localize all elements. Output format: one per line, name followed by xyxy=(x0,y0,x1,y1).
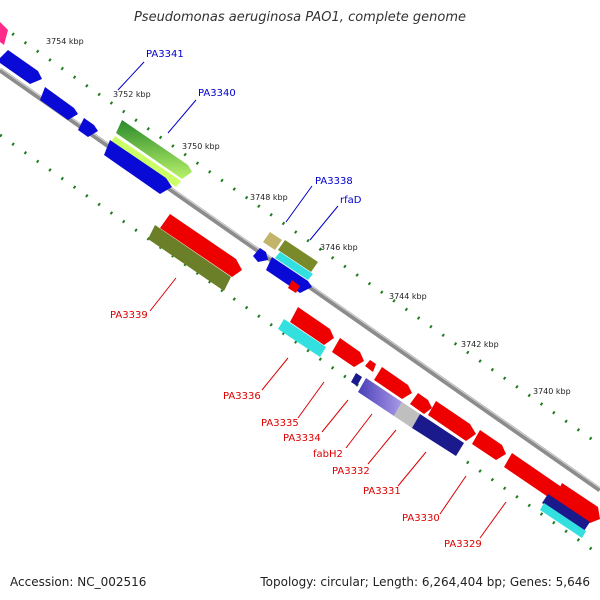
gene-label[interactable]: PA3335 xyxy=(261,418,299,429)
scale-labels: 3754 kbp 3752 kbp 3750 kbp 3748 kbp 3746… xyxy=(46,37,571,396)
scale-label: 3748 kbp xyxy=(250,193,288,202)
gene-label[interactable]: PA3332 xyxy=(332,466,370,477)
gene-feature[interactable] xyxy=(542,494,590,531)
gene-label[interactable]: PA3339 xyxy=(110,310,148,321)
scale-label: 3742 kbp xyxy=(461,340,499,349)
forward-genes xyxy=(0,22,318,293)
scale-label: 3740 kbp xyxy=(533,387,571,396)
gene-feature[interactable] xyxy=(504,453,564,501)
reverse-gene-labels: PA3339 PA3336 PA3335 PA3334 fabH2 PA3332… xyxy=(110,310,482,550)
gene-feature[interactable] xyxy=(278,319,326,357)
leader-lines xyxy=(117,61,507,539)
gene-feature[interactable] xyxy=(374,367,412,399)
gene-label[interactable]: PA3338 xyxy=(315,176,353,187)
gene-feature[interactable] xyxy=(365,360,376,372)
gene-feature[interactable] xyxy=(263,232,282,250)
gene-feature[interactable] xyxy=(540,503,586,538)
gene-feature[interactable] xyxy=(332,338,364,367)
gene-label[interactable]: fabH2 xyxy=(313,449,343,460)
genome-summary-text: Topology: circular; Length: 6,264,404 bp… xyxy=(260,575,590,589)
gene-label[interactable]: PA3331 xyxy=(363,486,401,497)
scale-label: 3744 kbp xyxy=(389,292,427,301)
gene-label[interactable]: rfaD xyxy=(340,195,362,206)
gene-feature[interactable] xyxy=(278,240,318,272)
gene-feature[interactable] xyxy=(160,214,242,277)
scale-label: 3746 kbp xyxy=(320,243,358,252)
gene-feature[interactable] xyxy=(428,401,476,441)
gene-feature[interactable] xyxy=(412,414,464,456)
gene-feature[interactable] xyxy=(472,430,506,460)
gene-feature[interactable] xyxy=(40,87,78,120)
gene-feature[interactable] xyxy=(358,378,402,416)
map-title: Pseudomonas aeruginosa PAO1, complete ge… xyxy=(133,10,467,25)
gene-label[interactable]: PA3329 xyxy=(444,539,482,550)
gene-feature[interactable] xyxy=(290,307,334,345)
gene-feature[interactable] xyxy=(253,248,268,262)
gene-feature[interactable] xyxy=(394,402,420,428)
scale-label: 3754 kbp xyxy=(46,37,84,46)
gene-feature[interactable] xyxy=(266,257,312,293)
scale-track-outer xyxy=(0,23,600,447)
gene-feature[interactable] xyxy=(275,252,313,280)
gene-label[interactable]: PA3341 xyxy=(146,49,184,60)
scale-label: 3750 kbp xyxy=(182,142,220,151)
gene-feature[interactable] xyxy=(554,483,600,523)
gene-feature[interactable] xyxy=(0,50,42,84)
gene-feature[interactable] xyxy=(104,140,172,194)
reverse-genes xyxy=(148,214,600,538)
gene-label[interactable]: PA3336 xyxy=(223,391,261,402)
gene-feature[interactable] xyxy=(351,373,362,386)
gene-label[interactable]: PA3330 xyxy=(402,513,440,524)
gene-feature[interactable] xyxy=(410,393,432,414)
gene-feature[interactable] xyxy=(111,136,181,187)
gene-feature[interactable] xyxy=(148,225,231,291)
gene-feature[interactable] xyxy=(116,120,192,179)
gene-feature[interactable] xyxy=(0,22,8,45)
gene-label[interactable]: PA3334 xyxy=(283,433,321,444)
forward-gene-labels: PA3341 PA3340 PA3338 rfaD xyxy=(146,49,362,206)
gene-feature[interactable] xyxy=(78,118,98,137)
scale-label: 3752 kbp xyxy=(113,90,151,99)
accession-text: Accession: NC_002516 xyxy=(10,575,147,589)
gene-feature[interactable] xyxy=(288,280,300,293)
scale-track-inner xyxy=(0,133,600,557)
gene-label[interactable]: PA3340 xyxy=(198,88,236,99)
